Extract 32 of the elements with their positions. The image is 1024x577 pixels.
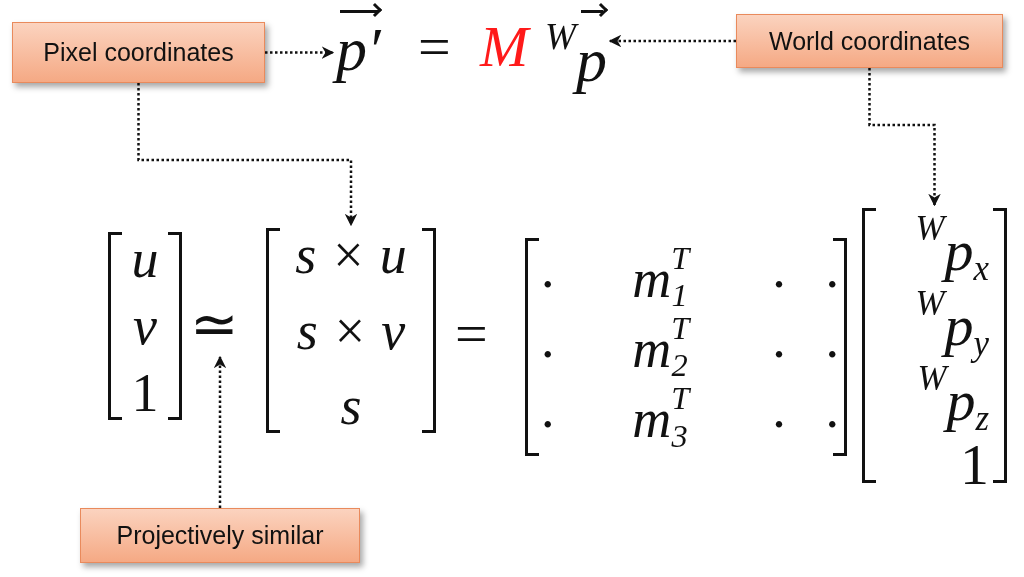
matrix-entry: . (771, 382, 787, 442)
math-symbol: = (418, 18, 451, 76)
label-box: Pixel coordinates (12, 22, 265, 83)
matrix-entry: $^{W}$p$_{x}$ (914, 212, 989, 287)
matrix-entry: s (339, 379, 363, 433)
dotted-arrow (608, 34, 736, 48)
matrix-entry: . (541, 242, 556, 301)
matrix-entry: . (541, 382, 556, 442)
matrix-symbol: M (480, 18, 529, 76)
matrix-entry: v (132, 299, 158, 353)
column-vector (862, 208, 1007, 483)
dotted-arrow (213, 355, 227, 508)
matrix-entry: . (824, 242, 839, 301)
matrix-entry: . (771, 242, 787, 301)
dotted-arrow (868, 68, 941, 207)
label-box: World coordinates (736, 14, 1003, 68)
math-symbol: = (455, 305, 488, 363)
matrix-entry: $^{W}$p$_{y}$ (914, 286, 989, 362)
matrix-entry: s × u (294, 228, 408, 282)
matrix-entry: u (130, 232, 160, 286)
dotted-arrow (137, 83, 358, 227)
matrix-entry: 1 (130, 366, 160, 420)
matrix-entry: . (541, 312, 556, 372)
column-vector (266, 228, 436, 433)
dotted-arrow (265, 46, 335, 59)
matrix-entry: s × v (295, 303, 407, 358)
matrix-entry: . (824, 312, 839, 372)
label-box: Projectively similar (80, 508, 360, 563)
math-symbol: ≃ (190, 296, 239, 354)
matrix-entry: . (771, 312, 787, 372)
matrix-entry: 1 (959, 436, 989, 495)
matrix-entry: . (824, 382, 839, 442)
